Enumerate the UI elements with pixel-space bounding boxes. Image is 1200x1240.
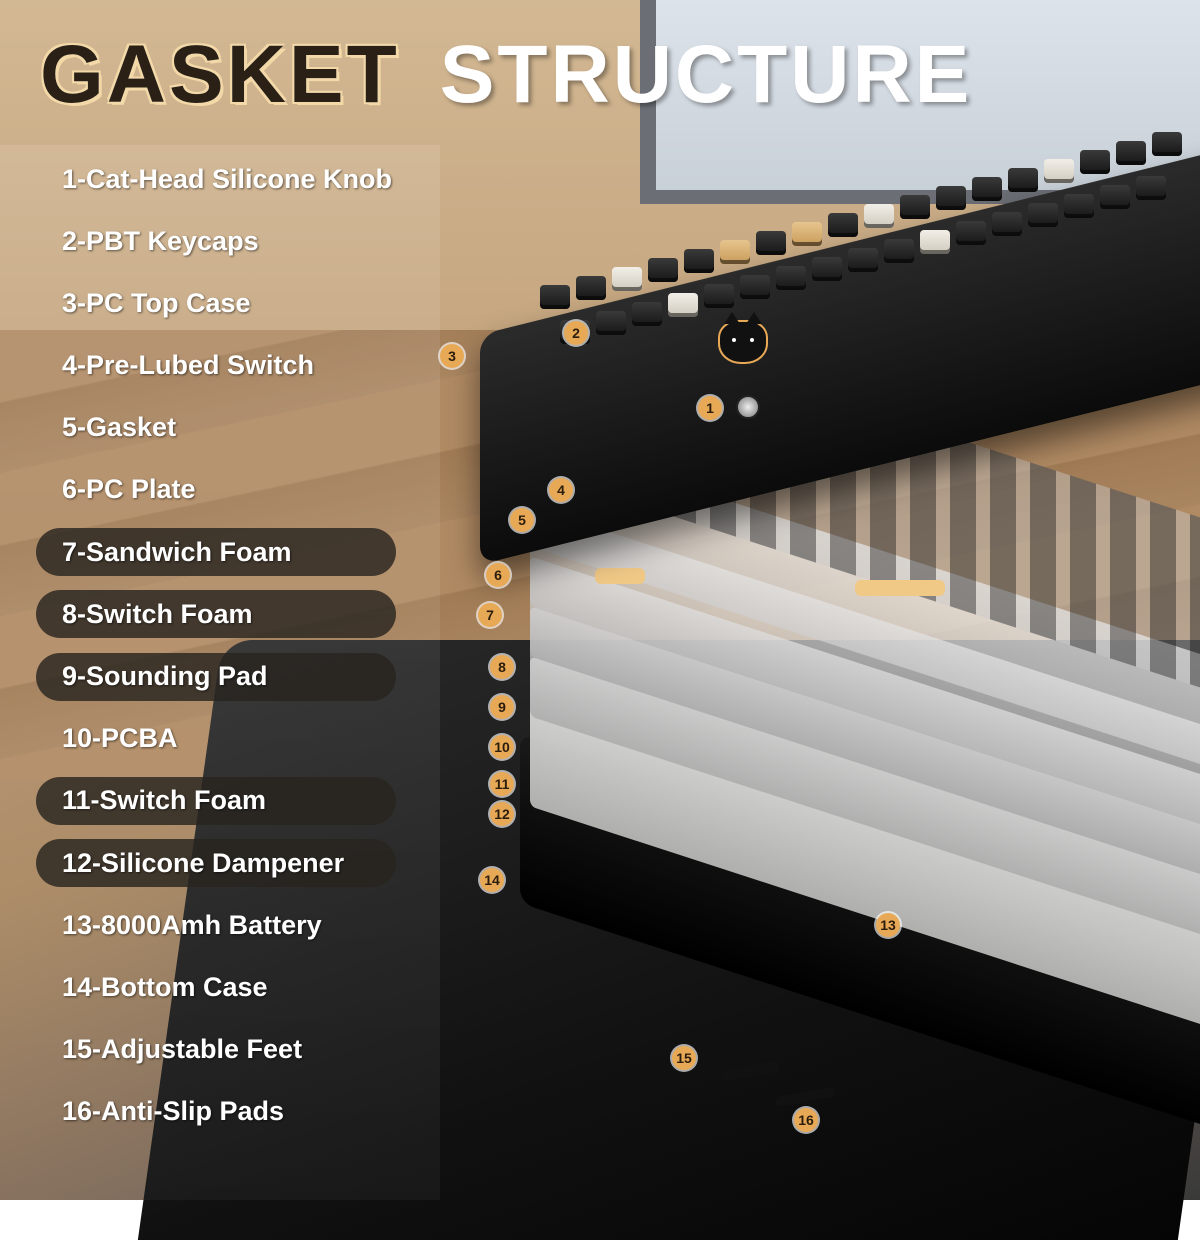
keycap — [1116, 141, 1146, 165]
keycap — [1008, 168, 1038, 192]
legend-label: 16-Anti-Slip Pads — [62, 1096, 285, 1127]
marker-4: 4 — [549, 478, 573, 502]
marker-9: 9 — [490, 695, 514, 719]
keycap — [648, 258, 678, 282]
keycap — [720, 240, 750, 264]
adjustable-foot — [719, 1059, 781, 1083]
legend-label: 7-Sandwich Foam — [62, 536, 292, 567]
keycap — [956, 221, 986, 245]
legend-item: 12-Silicone Dampener — [36, 839, 396, 888]
legend-item: 1-Cat-Head Silicone Knob — [36, 155, 396, 203]
keycap — [540, 285, 570, 309]
keycap — [1136, 176, 1166, 200]
keycap — [992, 212, 1022, 236]
legend-label: 9-Sounding Pad — [62, 661, 268, 691]
exploded-keyboard: 1 2 3 4 5 6 7 8 9 10 11 12 13 14 15 16 — [430, 80, 1200, 1160]
keycap — [792, 222, 822, 246]
title-word-gasket: GASKET — [40, 29, 400, 120]
keycap — [864, 204, 894, 228]
marker-14: 14 — [480, 868, 504, 892]
keycap — [1064, 194, 1094, 218]
legend-item: 3-PC Top Case — [36, 279, 396, 327]
legend-label: 13-8000Amh Battery — [62, 909, 322, 940]
parts-legend: 1-Cat-Head Silicone Knob 2-PBT Keycaps 3… — [36, 155, 396, 1150]
legend-item: 8-Switch Foam — [36, 590, 396, 639]
legend-item: 6-PC Plate — [36, 466, 396, 514]
keycap — [920, 230, 950, 254]
legend-item: 11-Switch Foam — [36, 776, 396, 825]
keycap — [812, 257, 842, 281]
keycap — [776, 266, 806, 290]
legend-item: 5-Gasket — [36, 404, 396, 452]
marker-11: 11 — [490, 772, 514, 796]
keycap — [1044, 159, 1074, 183]
marker-2: 2 — [564, 321, 588, 345]
legend-label: 15-Adjustable Feet — [62, 1034, 303, 1065]
legend-label: 8-Switch Foam — [62, 598, 253, 629]
keycap — [684, 249, 714, 273]
marker-6: 6 — [486, 563, 510, 587]
keycap — [900, 195, 930, 219]
cat-head-knob-icon — [718, 312, 768, 364]
keycap — [576, 276, 606, 300]
gasket-strip — [595, 568, 645, 584]
keycap — [848, 248, 878, 272]
keycap — [756, 231, 786, 255]
keycap — [612, 267, 642, 291]
legend-item: 13-8000Amh Battery — [36, 901, 396, 949]
keycap — [740, 275, 770, 299]
keycap — [884, 239, 914, 263]
legend-label: 2-PBT Keycaps — [62, 225, 259, 256]
marker-1: 1 — [698, 396, 722, 420]
marker-7: 7 — [478, 603, 502, 627]
keycap — [668, 293, 698, 317]
keycap — [1028, 203, 1058, 227]
legend-item: 4-Pre-Lubed Switch — [36, 342, 396, 390]
marker-15: 15 — [672, 1046, 696, 1070]
keycap — [632, 302, 662, 326]
title-word-structure: STRUCTURE — [439, 29, 973, 120]
legend-item: 9-Sounding Pad — [36, 652, 396, 701]
legend-label: 3-PC Top Case — [62, 287, 251, 318]
keycap — [936, 186, 966, 210]
marker-5: 5 — [510, 508, 534, 532]
marker-16: 16 — [794, 1108, 818, 1132]
anti-slip-pad — [774, 1086, 836, 1108]
legend-item: 15-Adjustable Feet — [36, 1026, 396, 1074]
legend-label: 6-PC Plate — [62, 474, 196, 505]
keycap — [596, 311, 626, 335]
legend-label: 4-Pre-Lubed Switch — [62, 350, 315, 381]
legend-label: 11-Switch Foam — [62, 785, 267, 816]
keycap — [1152, 132, 1182, 156]
marker-10: 10 — [490, 735, 514, 759]
legend-item: 16-Anti-Slip Pads — [36, 1088, 396, 1136]
legend-label: 14-Bottom Case — [62, 971, 268, 1002]
marker-12: 12 — [490, 802, 514, 826]
marker-8: 8 — [490, 655, 514, 679]
legend-label: 12-Silicone Dampener — [62, 847, 345, 878]
marker-13: 13 — [876, 913, 900, 937]
marker-3: 3 — [440, 344, 464, 368]
keycap — [704, 284, 734, 308]
keycap — [972, 177, 1002, 201]
page-title: GASKET STRUCTURE — [40, 29, 973, 120]
knob-icon — [736, 395, 760, 419]
legend-item: 10-PCBA — [36, 715, 396, 763]
gasket-strip — [855, 580, 945, 596]
legend-item: 7-Sandwich Foam — [36, 528, 396, 577]
legend-label: 5-Gasket — [62, 412, 177, 443]
legend-label: 1-Cat-Head Silicone Knob — [62, 163, 393, 194]
legend-item: 14-Bottom Case — [36, 963, 396, 1011]
keycap — [1100, 185, 1130, 209]
keycap — [828, 213, 858, 237]
legend-label: 10-PCBA — [62, 723, 178, 754]
keycap — [1080, 150, 1110, 174]
legend-item: 2-PBT Keycaps — [36, 217, 396, 265]
